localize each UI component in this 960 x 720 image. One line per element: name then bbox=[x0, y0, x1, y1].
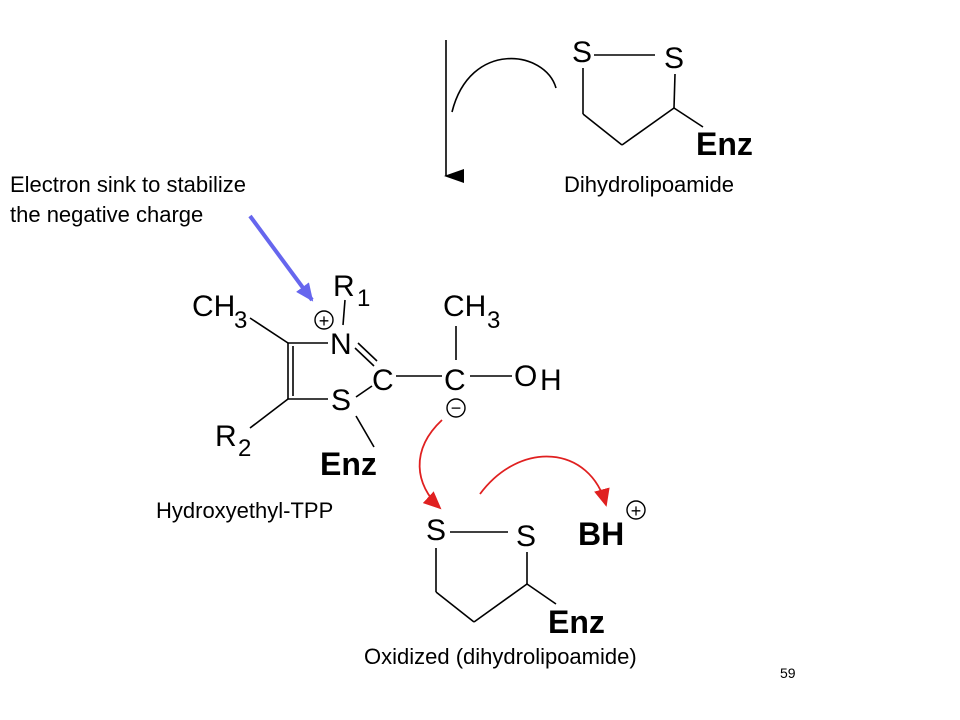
electron-sink-annotation: Electron sink to stabilize the negative … bbox=[10, 172, 314, 302]
hydrogen-label: H bbox=[540, 364, 562, 397]
ch3-right-subscript: 3 bbox=[487, 307, 500, 334]
dihydrolipoamide-top: S S Enz Dihydrolipoamide bbox=[564, 36, 753, 197]
bond-ch3-ring bbox=[249, 317, 289, 344]
blue-pointer-arrow bbox=[248, 214, 314, 302]
annotation-line-2: the negative charge bbox=[10, 202, 203, 227]
r1-subscript: 1 bbox=[357, 285, 370, 312]
plus-charge-sign: + bbox=[319, 311, 330, 331]
base-label: BH bbox=[578, 516, 624, 552]
base-charge-sign: + bbox=[631, 501, 642, 521]
bond-top-3 bbox=[621, 107, 675, 146]
bond-bottom-2 bbox=[435, 591, 475, 623]
r2-subscript: 2 bbox=[238, 435, 251, 462]
nitrogen-label: N bbox=[330, 328, 352, 361]
ch3-left: CH bbox=[192, 290, 235, 323]
bond-n-c-b bbox=[357, 342, 378, 362]
caption-dihydrolipoamide: Dihydrolipoamide bbox=[564, 172, 734, 197]
annotation-line-1: Electron sink to stabilize bbox=[10, 172, 246, 197]
base-charge-circle bbox=[626, 500, 646, 520]
oxidized-lipoamide-bottom: S S Enz Oxidized (dihydrolipoamide) bbox=[364, 514, 637, 669]
minus-charge-sign: − bbox=[451, 398, 462, 418]
carbon-ring-label: C bbox=[372, 364, 394, 397]
r2-label: R bbox=[215, 420, 237, 453]
sulfur-right-bottom: S bbox=[516, 520, 536, 553]
bond-ring-r2 bbox=[249, 398, 289, 429]
carbon-side-label: C bbox=[444, 364, 466, 397]
sulfur-left-bottom: S bbox=[426, 514, 446, 547]
bond-s-enz bbox=[355, 415, 375, 448]
bond-s-c bbox=[355, 385, 373, 398]
sulfur-left-top: S bbox=[572, 36, 592, 69]
ch3-left-subscript: 3 bbox=[234, 307, 247, 334]
minus-charge-circle bbox=[446, 398, 466, 418]
red-arrow-carbanion-to-s bbox=[418, 419, 443, 510]
bond-n-r1 bbox=[342, 299, 346, 326]
curved-attack-arrow bbox=[444, 40, 557, 183]
bond-top-enz bbox=[673, 107, 704, 128]
hydroxyethyl-tpp: CH 3 R 1 + N C C CH 3 O H S R 2 − Enz bbox=[156, 270, 562, 523]
curved-arc bbox=[451, 57, 557, 113]
bond-bottom-3 bbox=[473, 583, 528, 623]
bond-n-c-a bbox=[354, 347, 375, 367]
ch3-right: CH bbox=[443, 290, 486, 323]
plus-charge-circle bbox=[314, 310, 334, 330]
caption-oxidized-lipoamide: Oxidized (dihydrolipoamide) bbox=[364, 644, 637, 669]
bond-bottom-enz bbox=[526, 583, 557, 605]
bond-top-4 bbox=[673, 73, 676, 109]
enzyme-label-top: Enz bbox=[696, 126, 753, 162]
oxygen-label: O bbox=[514, 360, 537, 393]
enzyme-label-bottom: Enz bbox=[548, 604, 605, 640]
base-bh-plus: BH + bbox=[578, 500, 646, 552]
page-number: 59 bbox=[780, 665, 796, 681]
red-arrow-to-base bbox=[479, 455, 610, 507]
sulfur-right-top: S bbox=[664, 42, 684, 75]
caption-hydroxyethyl-tpp: Hydroxyethyl-TPP bbox=[156, 498, 333, 523]
sulfur-ring-label: S bbox=[331, 384, 351, 417]
enzyme-label-tpp: Enz bbox=[320, 446, 377, 482]
r1-label: R bbox=[333, 270, 355, 303]
bond-top-2 bbox=[582, 113, 623, 146]
